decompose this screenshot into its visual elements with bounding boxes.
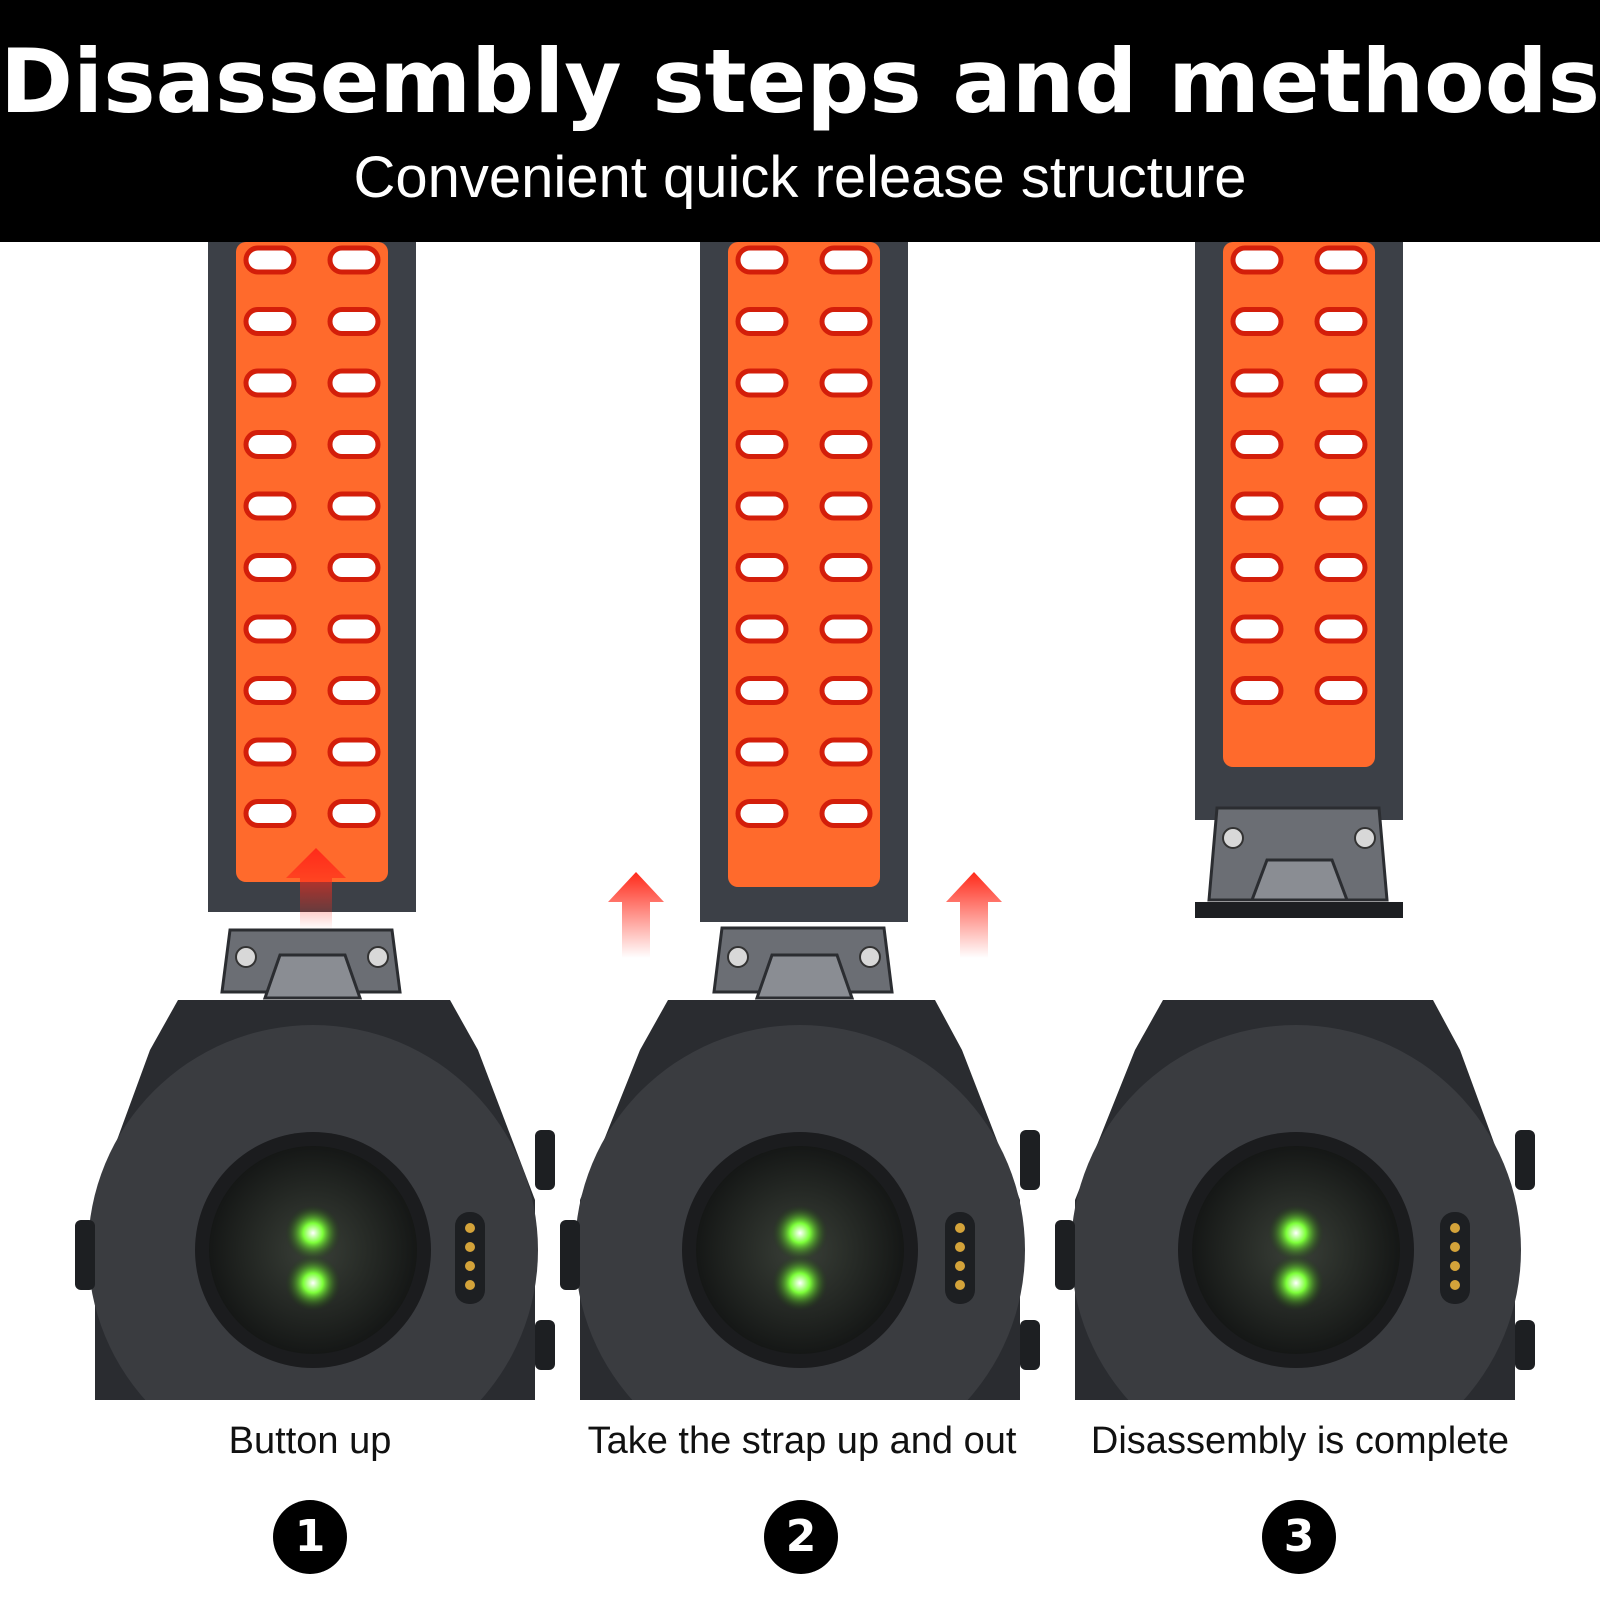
strap-hole bbox=[243, 799, 297, 828]
strap-hole bbox=[819, 430, 873, 459]
strap-hole bbox=[327, 245, 381, 275]
strap-hole bbox=[243, 430, 297, 459]
header-banner: Disassembly steps and methods Convenient… bbox=[0, 0, 1600, 242]
strap-hole bbox=[1230, 553, 1284, 582]
strap-3 bbox=[1195, 242, 1403, 918]
strap-hole bbox=[327, 430, 381, 459]
strap-hole bbox=[735, 368, 789, 398]
strap-hole bbox=[819, 737, 873, 767]
strap-hole bbox=[1230, 245, 1284, 275]
strap-hole bbox=[243, 368, 297, 398]
step-3-number-badge: 3 bbox=[1262, 1500, 1336, 1574]
step-3-illustration bbox=[1055, 242, 1535, 1475]
strap-hole bbox=[243, 245, 297, 275]
strap-hole bbox=[243, 614, 297, 644]
strap-hole bbox=[1314, 430, 1368, 459]
strap-hole bbox=[243, 676, 297, 705]
page-subtitle: Convenient quick release structure bbox=[353, 145, 1247, 210]
step-2-illustration bbox=[560, 242, 1040, 1475]
strap-hole bbox=[735, 307, 789, 336]
strap-hole bbox=[1230, 307, 1284, 336]
strap-hole bbox=[735, 737, 789, 767]
strap-hole bbox=[243, 553, 297, 582]
strap-hole bbox=[327, 307, 381, 336]
page-title: Disassembly steps and methods bbox=[0, 30, 1600, 133]
strap-hole bbox=[1230, 614, 1284, 644]
arrow-up-icon bbox=[286, 848, 346, 930]
strap-hole bbox=[1314, 307, 1368, 336]
strap-hole bbox=[735, 676, 789, 705]
arrow-up-icon bbox=[608, 872, 664, 958]
strap-hole bbox=[735, 553, 789, 582]
strap-hole bbox=[735, 614, 789, 644]
watch-2 bbox=[560, 1000, 1040, 1475]
strap-hole bbox=[819, 245, 873, 275]
strap-hole bbox=[327, 737, 381, 767]
strap-hole bbox=[819, 307, 873, 336]
strap-hole bbox=[243, 307, 297, 336]
strap-hole bbox=[819, 614, 873, 644]
strap-hole bbox=[1314, 245, 1368, 275]
strap-hole bbox=[1314, 368, 1368, 398]
strap-hole bbox=[327, 614, 381, 644]
watch-1 bbox=[75, 1000, 555, 1475]
strap-hole bbox=[1314, 614, 1368, 644]
strap-hole bbox=[1230, 368, 1284, 398]
watch-3 bbox=[1055, 1000, 1535, 1475]
step-3-caption: Disassembly is complete bbox=[1090, 1420, 1510, 1462]
strap-hole bbox=[327, 799, 381, 828]
step-2-number-badge: 2 bbox=[764, 1500, 838, 1574]
strap-hole bbox=[327, 553, 381, 582]
strap-hole bbox=[1230, 430, 1284, 459]
strap-hole bbox=[819, 491, 873, 521]
step-1-illustration bbox=[75, 242, 555, 1475]
strap-hole bbox=[735, 430, 789, 459]
strap-hole bbox=[1314, 676, 1368, 705]
strap-hole bbox=[327, 676, 381, 705]
strap-hole bbox=[1230, 491, 1284, 521]
strap-hole bbox=[243, 491, 297, 521]
strap-hole bbox=[1230, 676, 1284, 705]
strap-hole bbox=[327, 368, 381, 398]
strap-1 bbox=[208, 242, 418, 1018]
strap-hole bbox=[735, 245, 789, 275]
step-2-caption: Take the strap up and out bbox=[587, 1420, 1017, 1462]
strap-hole bbox=[819, 553, 873, 582]
strap-hole bbox=[1314, 553, 1368, 582]
strap-hole bbox=[735, 491, 789, 521]
strap-hole bbox=[1314, 491, 1368, 521]
strap-hole bbox=[819, 368, 873, 398]
strap-2 bbox=[700, 242, 910, 1018]
strap-hole bbox=[735, 799, 789, 828]
step-1-caption: Button up bbox=[228, 1420, 392, 1462]
strap-hole bbox=[819, 799, 873, 828]
arrow-up-icon bbox=[946, 872, 1002, 958]
step-1-number-badge: 1 bbox=[273, 1500, 347, 1574]
strap-hole bbox=[327, 491, 381, 521]
strap-hole bbox=[819, 676, 873, 705]
strap-hole bbox=[243, 737, 297, 767]
